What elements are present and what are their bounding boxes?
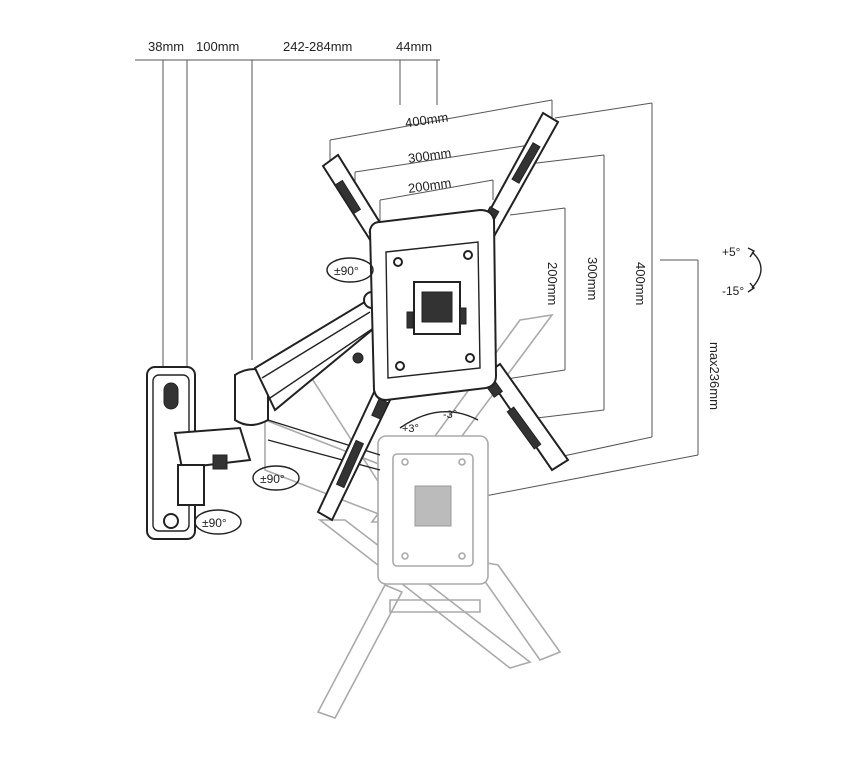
vesa-width-300-label: 300mm <box>407 145 452 166</box>
vesa-plate <box>368 208 498 402</box>
vesa-width-200-label: 200mm <box>407 175 452 196</box>
swivel-wall-label: ±90° <box>202 516 227 530</box>
level-minus-label: -3° <box>443 409 457 421</box>
tilt-up-label: +5° <box>722 245 741 259</box>
level-adjust: +3° -3° <box>399 409 479 435</box>
tilt-down-label: -15° <box>722 284 744 298</box>
swivel-arm-badge: ±90° <box>252 465 300 491</box>
ghost-lowered-mount <box>264 313 562 719</box>
vesa-height-200-label: 200mm <box>545 262 560 305</box>
vesa-width-300-line <box>354 144 531 173</box>
level-plus-label: +3° <box>402 423 419 435</box>
tilt-indicator: +5° -15° <box>722 245 762 298</box>
swivel-wall-icon <box>194 509 242 535</box>
level-arc-icon <box>399 410 479 429</box>
swivel-plate-badge: ±90° <box>326 257 374 283</box>
articulating-arms <box>173 291 386 506</box>
vesa-height-300-label: 300mm <box>585 257 600 300</box>
swivel-arm-label: ±90° <box>260 472 285 486</box>
max-height-label: max236mm <box>707 342 722 410</box>
upper-gas-arm <box>253 298 386 412</box>
dim-label-100: 100mm <box>196 39 239 54</box>
vesa-height-400-label: 400mm <box>633 262 648 305</box>
swivel-plate-icon <box>326 257 374 283</box>
swivel-arm-icon <box>252 465 300 491</box>
vesa-width-dimensions: 400mm 300mm 200mm <box>329 99 553 235</box>
swivel-plate-label: ±90° <box>334 264 359 278</box>
swivel-wall-badge: ±90° <box>194 509 242 535</box>
wall-hole-bottom-icon <box>163 513 179 529</box>
lower-arm <box>173 426 252 470</box>
top-dimensions: 38mm 100mm 242-284mm 44mm <box>135 39 440 370</box>
dim-label-44: 44mm <box>396 39 432 54</box>
dim-label-38: 38mm <box>148 39 184 54</box>
tilt-arrow-down-icon <box>747 282 756 293</box>
vesa-width-400-label: 400mm <box>404 110 449 131</box>
max-height-dimension: max236mm <box>479 259 722 498</box>
dim-label-242-284: 242-284mm <box>283 39 352 54</box>
vesa-width-200-line <box>379 179 494 201</box>
wall-slot-top-icon <box>163 382 179 410</box>
vesa-arm-bottom-right <box>484 362 570 472</box>
vesa-width-400-line <box>329 99 553 141</box>
tilt-arrow-up-icon <box>747 247 756 258</box>
tilt-arc-icon <box>751 251 762 289</box>
